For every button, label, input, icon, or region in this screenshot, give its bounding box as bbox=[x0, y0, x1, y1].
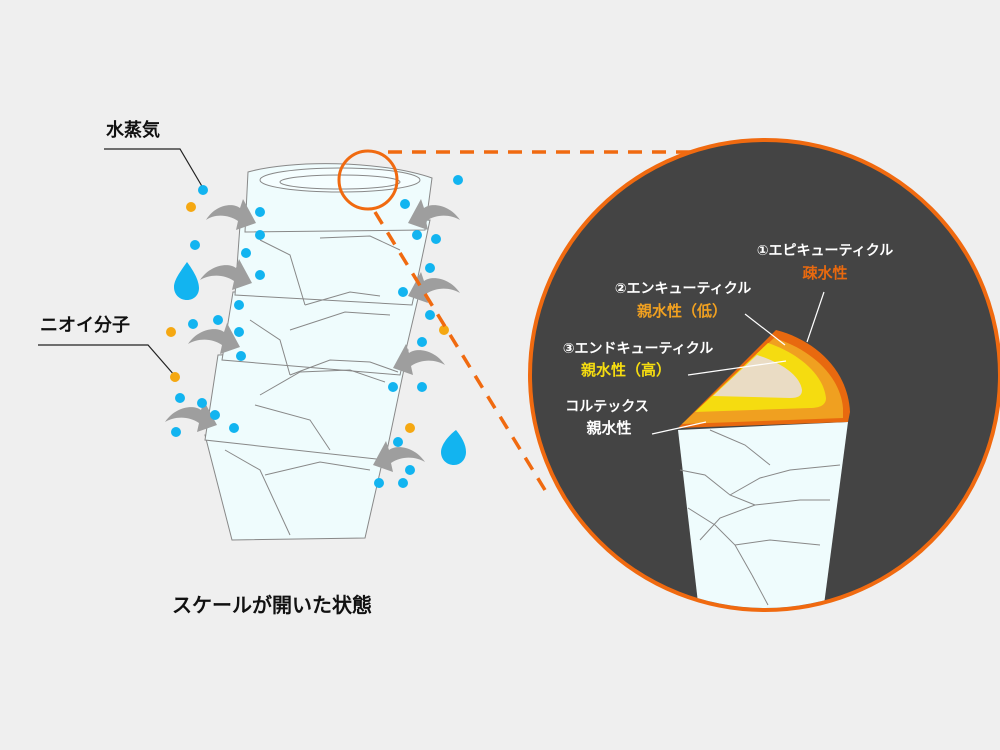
arrow-in-icon bbox=[165, 401, 217, 432]
cortex-leader bbox=[651, 421, 707, 435]
cuticle-cross-section bbox=[678, 330, 850, 428]
arrow-in-icon bbox=[393, 344, 445, 375]
endocuticle-name-label: ③エンドキューティクル bbox=[562, 341, 714, 357]
epicuticle-leader bbox=[806, 291, 825, 343]
diagram-caption: スケールが開いた状態 bbox=[172, 593, 372, 617]
water-drop-icon bbox=[441, 430, 466, 465]
odor-molecule-leader-line bbox=[38, 344, 176, 377]
zoomed-hair-shaft bbox=[678, 422, 848, 608]
water-vapor-dots bbox=[171, 175, 463, 488]
water-vapor-label: 水蒸気 bbox=[106, 120, 160, 141]
cortex-name-label: コルテックス bbox=[565, 399, 649, 415]
arrow-in-icon bbox=[200, 259, 252, 290]
odor-molecule-label: ニオイ分子 bbox=[40, 315, 130, 336]
left-arrows bbox=[165, 199, 256, 432]
magnify-source-circle bbox=[337, 149, 399, 211]
cortex-property-label: 親水性 bbox=[586, 419, 632, 437]
arrow-in-icon bbox=[408, 199, 460, 230]
water-drop-icon bbox=[174, 262, 199, 300]
arrow-in-icon bbox=[206, 199, 256, 230]
endocuticle-leader bbox=[687, 360, 787, 376]
right-arrows bbox=[373, 199, 460, 472]
epicuticle-name-label: ①エピキューティクル bbox=[756, 243, 894, 259]
odor-molecule-dots bbox=[166, 202, 449, 433]
endocuticle-property-label: 親水性（高） bbox=[580, 361, 671, 379]
exocuticle-leader bbox=[744, 313, 786, 346]
exocuticle-name-label: ②エンキューティクル bbox=[614, 281, 752, 297]
epicuticle-property-label: 疎水性 bbox=[802, 264, 848, 282]
cortex-layer bbox=[713, 355, 802, 398]
exocuticle-property-label: 親水性（低） bbox=[636, 302, 727, 320]
arrow-in-icon bbox=[373, 441, 425, 472]
arrow-in-icon bbox=[188, 323, 240, 354]
arrow-in-icon bbox=[408, 272, 460, 303]
water-vapor-leader-line bbox=[104, 148, 204, 189]
zoom-connector-bottom bbox=[373, 211, 547, 491]
